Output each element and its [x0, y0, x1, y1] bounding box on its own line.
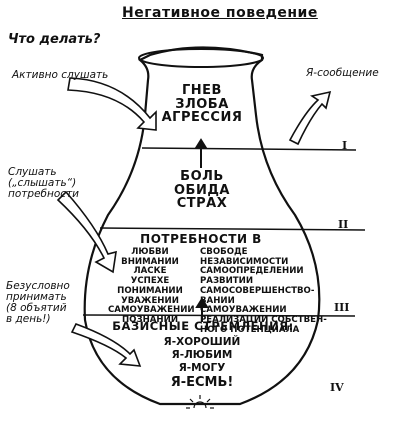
layer-2-feelings: БОЛЬ ОБИДА СТРАХ: [174, 169, 230, 212]
sun-icon: [186, 395, 214, 409]
label-listen-active: Активно слушать: [12, 69, 109, 81]
jug-rim: [138, 48, 264, 68]
layer-line-1: [141, 147, 357, 151]
layer-line-3: [82, 314, 356, 317]
up-arrow-1: [194, 138, 208, 168]
arrow-accept: [70, 323, 142, 367]
roman-label-3: III: [334, 301, 350, 314]
arrow-i-message: [288, 90, 332, 146]
layer-3-heading: ПОТРЕБНОСТИ В: [140, 232, 262, 246]
arrow-listen-needs: [56, 190, 117, 274]
label-listen-needs: Слушать („слышать“) потребности: [8, 166, 80, 201]
layer-1-emotions: ГНЕВ ЗЛОБА АГРЕССИЯ: [161, 83, 243, 126]
question-label: Что делать?: [8, 32, 101, 47]
page-title: Негативное поведение: [122, 5, 318, 21]
roman-label-1: I: [342, 139, 348, 152]
label-i-message: Я-сообщение: [306, 67, 379, 79]
up-arrow-2: [195, 297, 209, 322]
layer-line-2: [99, 227, 366, 231]
roman-label-4: IV: [330, 381, 344, 394]
layer-4-heading: БАЗИСНЫЕ СТРЕМЛЕНИЯ:: [112, 319, 294, 333]
arrow-listen-active: [67, 77, 157, 131]
basic-strivings-list: Я-ХОРОШИЙ Я-ЛЮБИМ Я-МОГУ Я-ЕСМЬ!: [163, 336, 241, 391]
needs-list-right: СВОБОДЕ НЕЗАВИСИМОСТИ САМООПРЕДЕЛЕНИИ РА…: [200, 247, 327, 335]
needs-list-left: ЛЮБВИ ВНИМАНИИ ЛАСКЕ УСПЕХЕ ПОНИМАНИИ УВ…: [108, 247, 195, 325]
label-accept: Безусловно принимать (8 объятий в день!): [6, 280, 70, 326]
jug-outline: [83, 46, 321, 406]
roman-label-2: II: [338, 218, 349, 231]
